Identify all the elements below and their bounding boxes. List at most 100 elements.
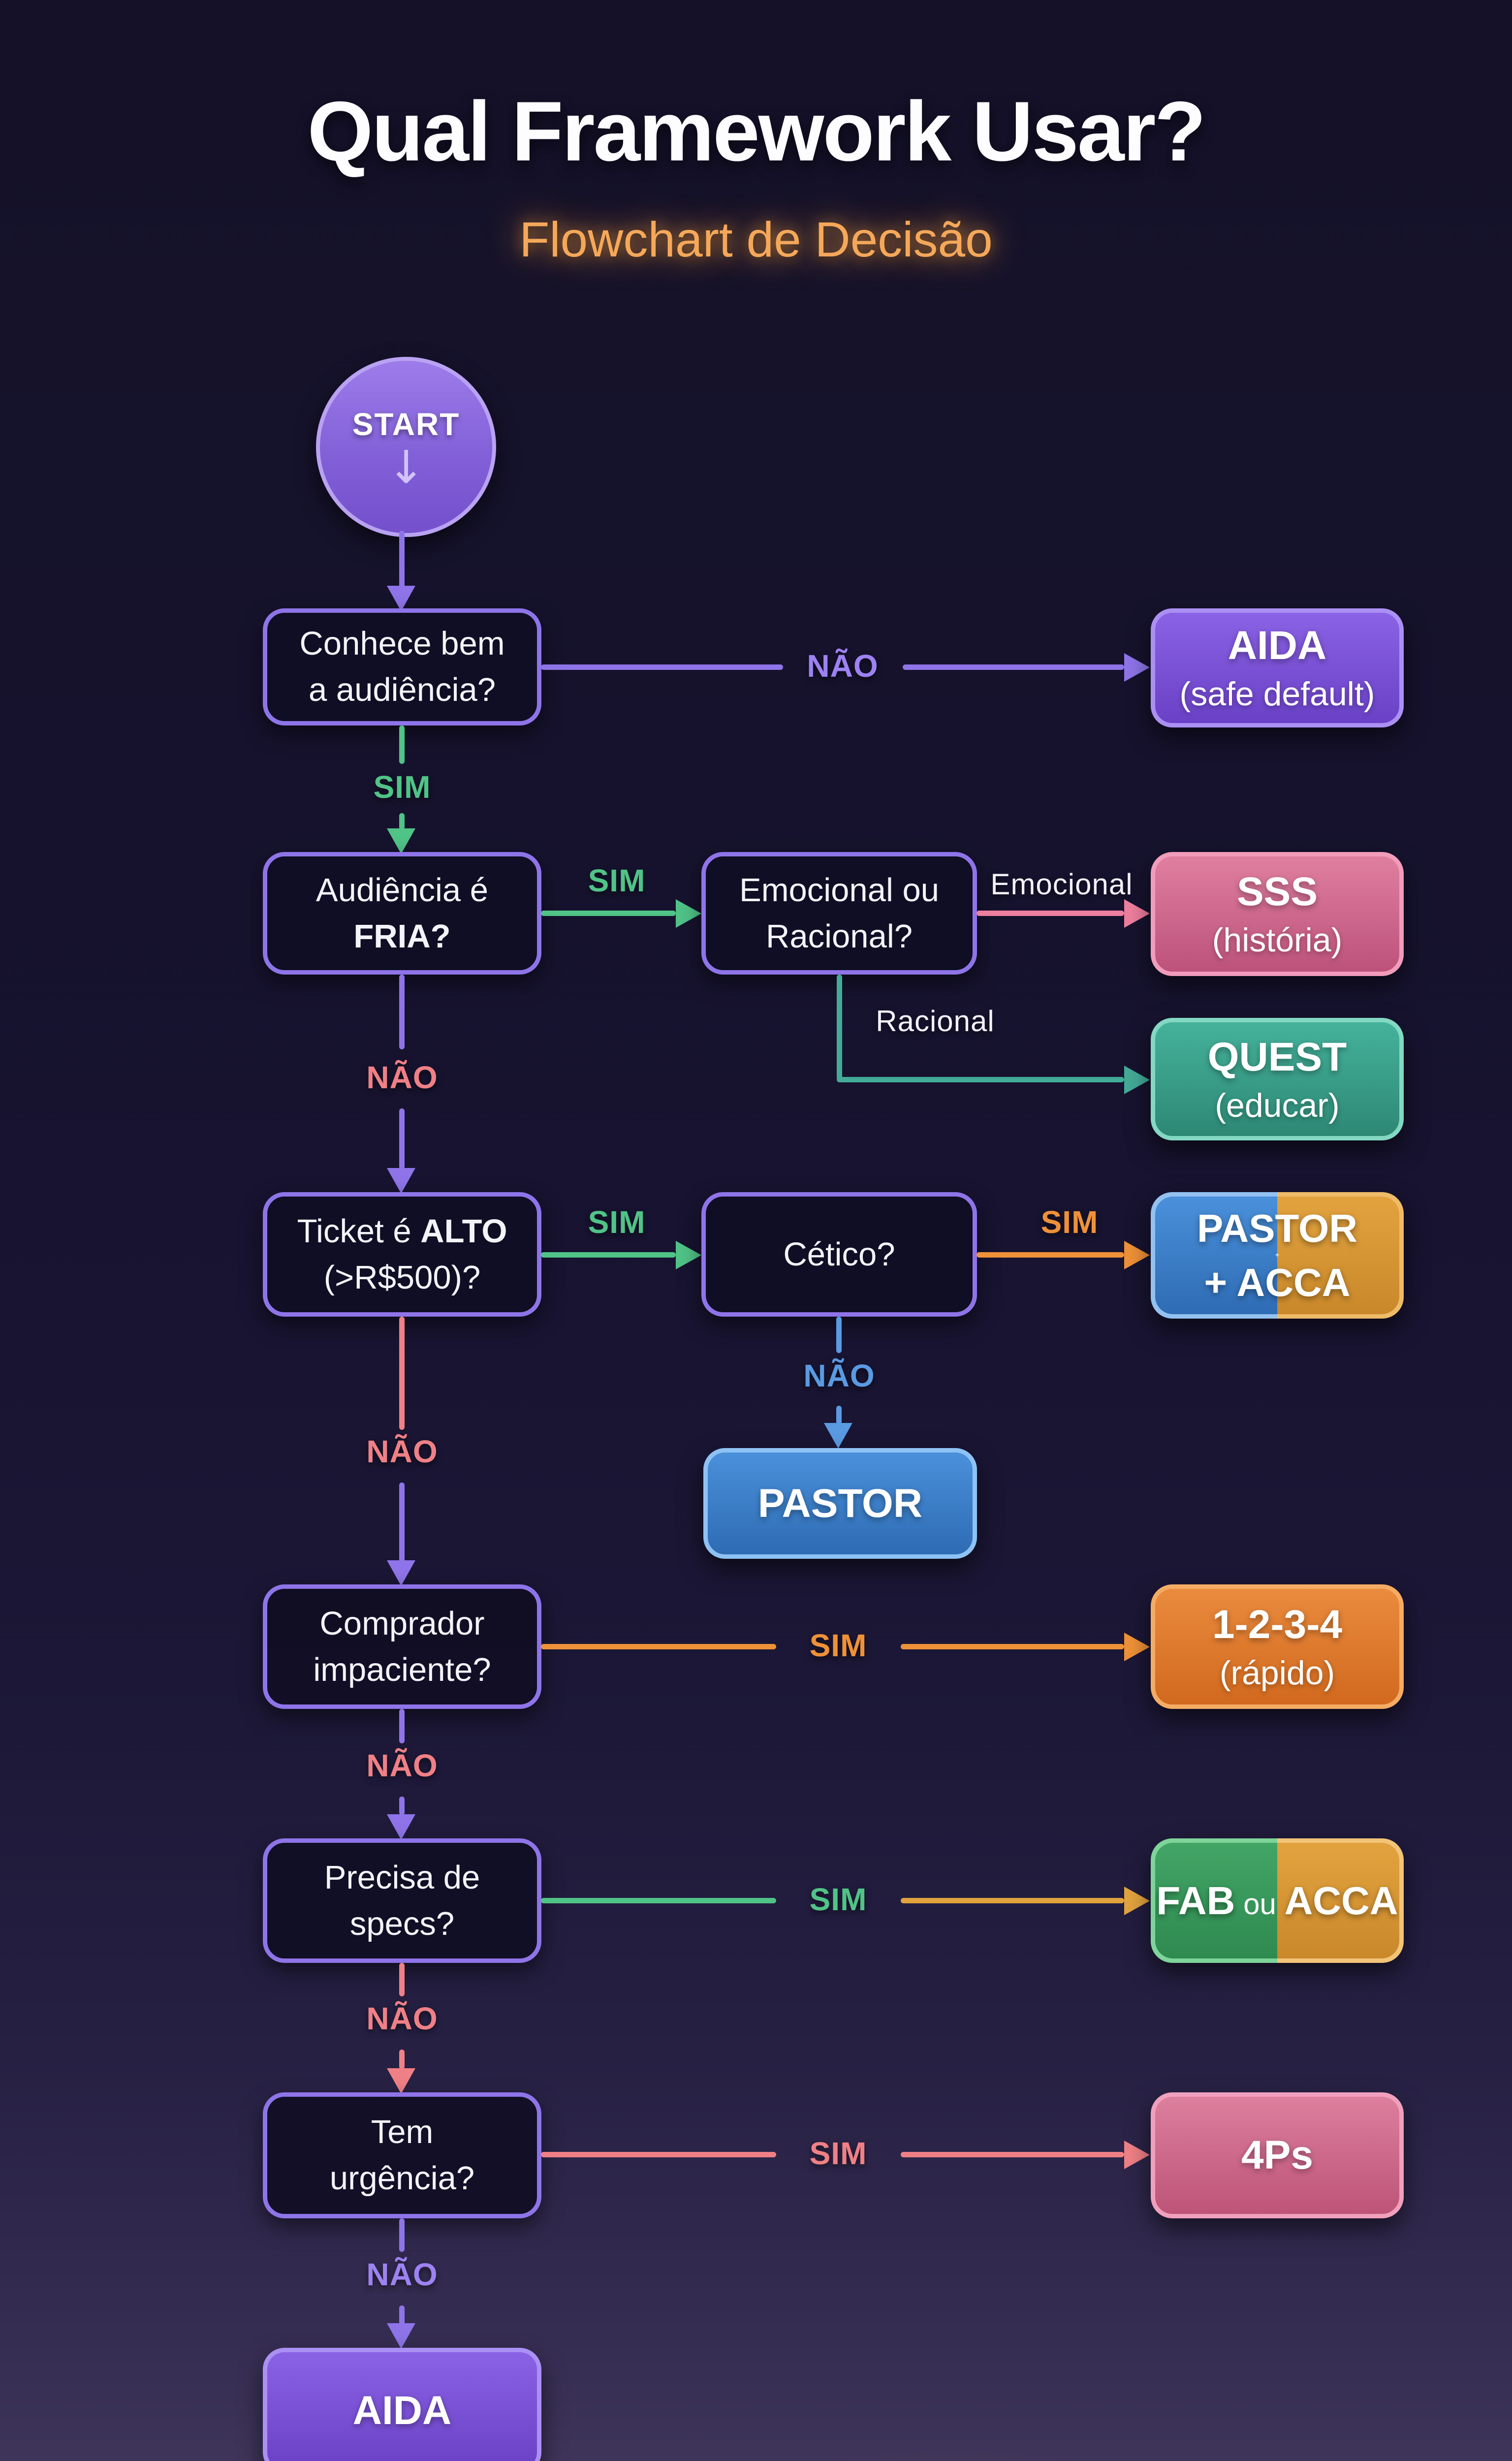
connector-line [837,975,842,1080]
connector-line [976,911,1124,916]
connector-line [399,531,405,591]
edge-label-racional: Racional [876,1005,995,1038]
connector-line [399,1317,405,1430]
page-title: Qual Framework Usar? [307,84,1206,179]
connector-line [399,2050,405,2069]
edge-label-sim: SIM [588,1204,646,1240]
connector-line [836,1406,842,1424]
result-aida-final: AIDA [263,2348,541,2461]
question-text: Comprador [319,1605,485,1642]
question-text: Cético? [783,1235,895,1273]
edge-label-nao: NÃO [366,2001,438,2036]
start-label: START [352,406,460,442]
question-ticket: Ticket é ALTO (>R$500)? [263,1192,541,1317]
question-text: (>R$500)? [323,1259,481,1296]
connector-line [541,2152,776,2157]
question-audiencia: Conhece bem a audiência? [263,608,541,726]
connector-line [903,664,1124,670]
connector-line [399,813,405,830]
edge-label-sim: SIM [1040,1204,1099,1240]
connector-line [976,1252,1124,1258]
edge-label-nao: NÃO [807,648,879,684]
connector-line [399,1709,405,1743]
split-box: PASTOR + + ACCA [1155,1197,1399,1314]
arrowhead-right [1124,653,1150,682]
arrowhead-right [676,1241,701,1269]
connector-line [399,1108,405,1169]
arrowhead-right [1124,1066,1150,1094]
result-4ps: 4Ps [1151,2092,1404,2218]
result-1234: 1-2-3-4 (rápido) [1151,1584,1404,1709]
result-sss: SSS (história) [1151,852,1404,976]
result-title: QUEST [1207,1034,1347,1079]
result-subtitle: (história) [1212,921,1343,959]
connector-line [541,1252,676,1258]
connector-line [901,2152,1124,2157]
question-cetico: Cético? [701,1192,977,1317]
result-subtitle: (educar) [1215,1086,1340,1124]
arrowhead-down [387,828,415,854]
connector-line [836,1317,842,1353]
result-quest: QUEST (educar) [1151,1018,1404,1140]
connector-line [541,664,783,670]
down-arrow-icon: ↓ [387,441,425,494]
split-box: FAB ou ACCA [1155,1843,1399,1958]
arrowhead-down [387,1814,415,1840]
fab-half [1155,1843,1277,1958]
edge-label-nao: NÃO [366,1748,438,1783]
result-text: PASTOR + + ACCA [1197,1206,1357,1304]
result-subtitle: (rápido) [1219,1654,1335,1692]
connector-line [541,1898,776,1903]
edge-label-nao: NÃO [366,2257,438,2292]
question-emocional-racional: Emocional ou Racional? [701,852,977,975]
question-text: Conhece bem [299,625,505,663]
page-subtitle: Flowchart de Decisão [519,212,993,267]
question-text: Precisa de [324,1859,480,1896]
result-text: FAB ou ACCA [1156,1878,1398,1923]
connector-line [399,975,405,1049]
connector-line [399,1963,405,1996]
result-pastor: PASTOR [703,1448,977,1559]
question-comprador: Comprador impaciente? [263,1584,541,1709]
acca-half [1277,1197,1399,1314]
result-title: 1-2-3-4 [1212,1602,1343,1647]
question-text: Audiência é [315,871,489,909]
edge-label-emocional: Emocional [990,868,1133,901]
arrowhead-down [387,2323,415,2349]
question-text: FRIA? [353,917,451,955]
connector-line [837,1077,1124,1082]
result-title: 4Ps [1241,2133,1313,2177]
question-urgencia: Tem urgência? [263,2092,541,2218]
connector-line [399,1483,405,1562]
result-title: PASTOR [757,1481,923,1526]
question-fria: Audiência é FRIA? [263,852,541,975]
question-text: Emocional ou [739,871,939,909]
question-text: impaciente? [313,1651,491,1688]
arrowhead-down [387,586,415,611]
edge-label-sim: SIM [809,1628,867,1663]
pastor-half [1155,1197,1277,1314]
result-pastor-acca: PASTOR + + ACCA [1151,1192,1404,1319]
edge-label-nao: NÃO [803,1358,875,1393]
arrowhead-right [1124,2141,1150,2169]
arrowhead-down [824,1423,852,1449]
result-title: SSS [1236,869,1318,914]
edge-label-nao: NÃO [366,1060,438,1095]
connector-line [399,1797,405,1815]
acca-half [1277,1843,1399,1958]
edge-label-sim: SIM [809,1882,867,1917]
result-title: AIDA [1228,623,1327,668]
question-text: a audiência? [309,671,496,708]
arrowhead-down [387,1560,415,1586]
arrowhead-right [1124,1241,1150,1269]
edge-label-sim: SIM [373,769,431,805]
connector-line [399,726,405,764]
arrowhead-right [1124,1633,1150,1661]
connector-line [901,1644,1124,1649]
arrowhead-right [676,899,701,928]
arrowhead-right [1124,1887,1150,1915]
connector-line [541,911,676,916]
result-title: AIDA [352,2388,452,2433]
result-aida-top: AIDA (safe default) [1151,608,1404,727]
connector-line [399,2305,405,2325]
